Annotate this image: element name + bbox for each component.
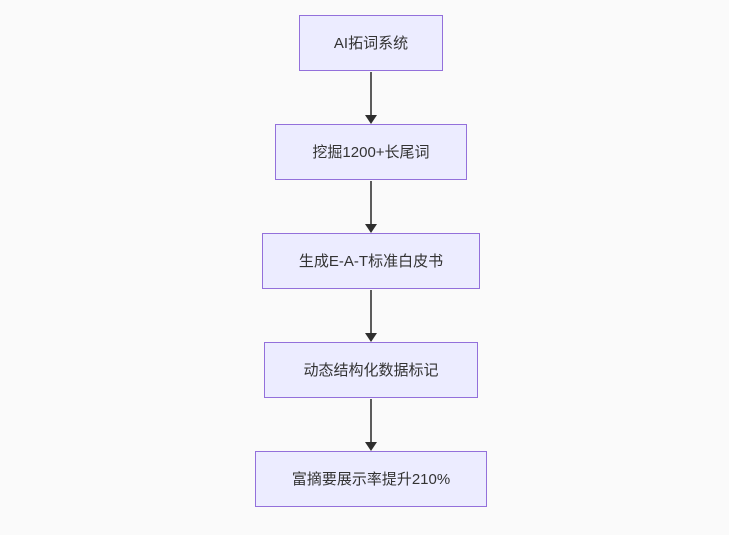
- edge-line: [370, 181, 372, 224]
- node-label: 挖掘1200+长尾词: [312, 143, 430, 161]
- node-label: 富摘要展示率提升210%: [291, 470, 451, 488]
- arrowhead-down-icon: [365, 115, 377, 124]
- edge-line: [370, 72, 372, 115]
- flowchart-edge-1: [365, 72, 377, 124]
- flowchart-node-ai-system: AI拓词系统: [299, 15, 443, 71]
- edge-line: [370, 290, 372, 333]
- node-label: AI拓词系统: [333, 34, 409, 52]
- flowchart-node-structured-data: 动态结构化数据标记: [264, 342, 478, 398]
- flowchart-node-eat-whitepaper: 生成E-A-T标准白皮书: [262, 233, 480, 289]
- flowchart-node-longtail-keywords: 挖掘1200+长尾词: [275, 124, 467, 180]
- node-label: 动态结构化数据标记: [303, 361, 439, 379]
- arrowhead-down-icon: [365, 333, 377, 342]
- flowchart-edge-2: [365, 181, 377, 233]
- flowchart-edge-4: [365, 399, 377, 451]
- arrowhead-down-icon: [365, 442, 377, 451]
- arrowhead-down-icon: [365, 224, 377, 233]
- node-label: 生成E-A-T标准白皮书: [298, 252, 444, 270]
- edge-line: [370, 399, 372, 442]
- flowchart-edge-3: [365, 290, 377, 342]
- flowchart-node-rich-snippet-result: 富摘要展示率提升210%: [255, 451, 487, 507]
